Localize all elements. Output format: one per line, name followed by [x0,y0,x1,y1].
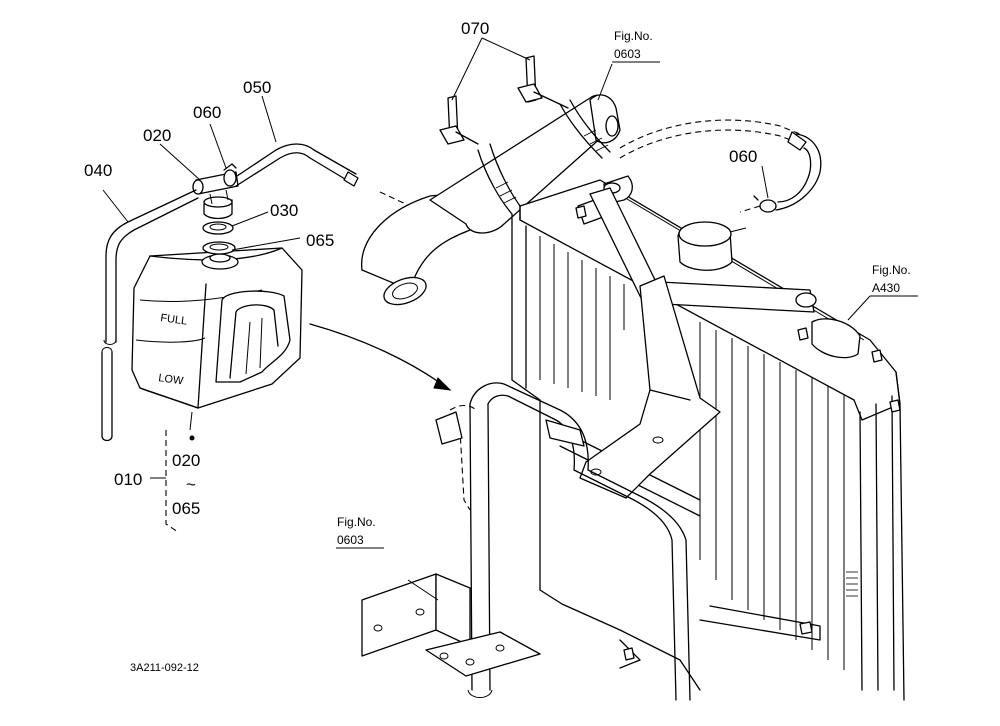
full-mark: FULL [160,312,188,328]
fig-right-title: Fig.No. [872,263,911,277]
fig-top-title: Fig.No. [614,29,653,43]
hose-050 [233,143,359,187]
label-070: 070 [461,19,489,38]
packing-065 [202,241,236,255]
fig-bottom-title: Fig.No. [337,515,376,529]
label-030: 030 [270,201,298,220]
label-065-top: 065 [306,231,334,250]
clip-060-left [223,163,237,187]
leader-lines [102,37,871,601]
support-frame [361,382,691,701]
fig-right-number: A430 [872,281,900,295]
label-020-bottom: 020 [172,451,200,470]
stay-070 [439,55,569,145]
label-040: 040 [84,161,112,180]
fig-top-number: 0603 [614,47,641,61]
label-060-right: 060 [729,147,757,166]
label-020-top: 020 [143,126,171,145]
radiator-fins [539,236,845,670]
radiator [511,175,905,701]
low-mark: LOW [158,372,185,387]
label-065-bottom: 065 [172,499,200,518]
fig-bottom-number: 0603 [337,533,364,547]
drawing-code: 3A211-092-12 [130,662,199,674]
radiator-stay [579,275,721,499]
install-arrow [309,323,452,391]
label-050: 050 [243,78,271,97]
hose-right [619,119,822,213]
range-separator: ~ [186,475,196,494]
packing-030 [202,221,234,235]
reserve-tank: FULL LOW [131,247,303,409]
label-060-left: 060 [193,103,221,122]
label-010: 010 [114,470,142,489]
